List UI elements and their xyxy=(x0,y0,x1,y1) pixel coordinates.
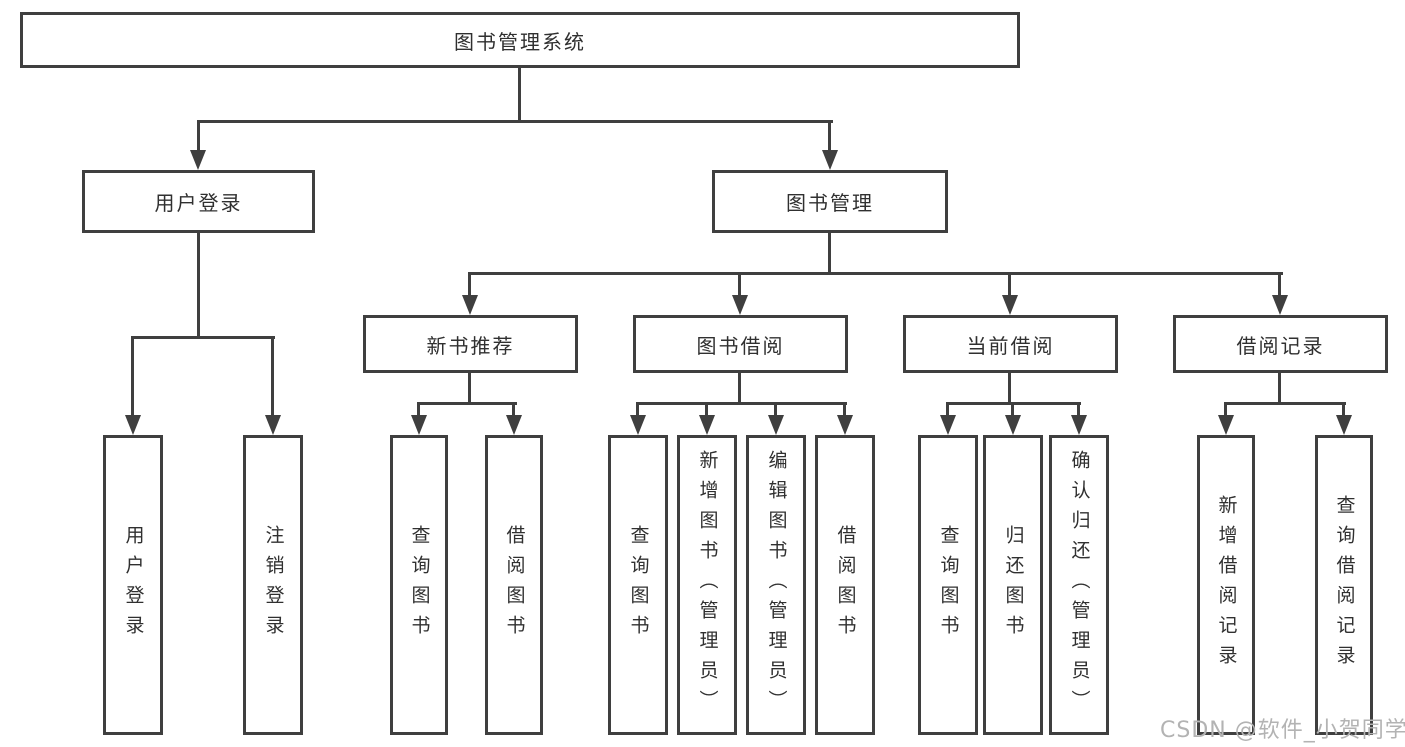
down-arrowhead-icon xyxy=(699,415,715,435)
connector-book-borrow-stem xyxy=(738,373,741,405)
leaf-edit-book-admin: 编辑图书（管理员） xyxy=(746,435,806,735)
connector-current-borrow-bar xyxy=(946,402,1081,405)
leaf-confirm-return-admin-label: 确认归还（管理员） xyxy=(1068,450,1091,720)
leaf-confirm-return-admin: 确认归还（管理员） xyxy=(1049,435,1109,735)
leaf-borrow-book: 借阅图书 xyxy=(815,435,875,735)
down-arrowhead-icon xyxy=(506,415,522,435)
down-arrowhead-icon xyxy=(190,150,206,170)
down-arrowhead-icon xyxy=(462,295,478,315)
down-arrowhead-icon xyxy=(265,415,281,435)
down-arrowhead-icon xyxy=(1005,415,1021,435)
connector-drop-book-mgmt xyxy=(828,123,831,153)
connector-drop-user-login xyxy=(197,123,200,153)
connector-current-borrow-stem xyxy=(1008,373,1011,405)
connector-drop xyxy=(705,405,708,417)
connector-drop xyxy=(1342,405,1345,417)
node-book-borrow-label: 图书借阅 xyxy=(696,333,785,358)
connector-root-bar xyxy=(197,120,833,123)
node-book-mgmt-label: 图书管理 xyxy=(786,191,874,215)
connector-drop xyxy=(843,405,846,417)
down-arrowhead-icon xyxy=(125,415,141,435)
down-arrowhead-icon xyxy=(411,415,427,435)
connector-drop xyxy=(417,405,420,417)
leaf-return-book: 归还图书 xyxy=(983,435,1043,735)
connector-user-login-stem xyxy=(197,233,200,339)
connector-drop-leaf-user-login xyxy=(131,339,134,415)
leaf-add-borrow-record-label: 新增借阅记录 xyxy=(1215,495,1238,675)
leaf-query-book-borrow-label: 查询图书 xyxy=(627,525,650,645)
connector-drop xyxy=(774,405,777,417)
down-arrowhead-icon xyxy=(768,415,784,435)
down-arrowhead-icon xyxy=(1336,415,1352,435)
connector-book-borrow-bar xyxy=(636,402,847,405)
leaf-edit-book-admin-label: 编辑图书（管理员） xyxy=(765,450,788,720)
connector-drop xyxy=(636,405,639,417)
leaf-query-book-rec: 查询图书 xyxy=(390,435,448,735)
connector-drop xyxy=(512,405,515,417)
connector-drop-book-borrow xyxy=(738,275,741,297)
leaf-logout-label: 注销登录 xyxy=(262,525,285,645)
connector-new-book-rec-bar xyxy=(417,402,517,405)
leaf-user-login-label: 用户登录 xyxy=(122,525,145,645)
connector-borrow-records-bar xyxy=(1224,402,1346,405)
leaf-borrow-book-rec-label: 借阅图书 xyxy=(503,525,526,645)
connector-new-book-rec-stem xyxy=(468,373,471,405)
leaf-add-borrow-record: 新增借阅记录 xyxy=(1197,435,1255,735)
connector-drop xyxy=(946,405,949,417)
node-new-book-rec-label: 新书推荐 xyxy=(426,333,515,358)
leaf-query-book-current: 查询图书 xyxy=(918,435,978,735)
node-book-borrow: 图书借阅 xyxy=(633,315,848,373)
leaf-borrow-book-label: 借阅图书 xyxy=(834,525,857,645)
node-user-login-label: 用户登录 xyxy=(154,191,243,215)
node-book-mgmt: 图书管理 xyxy=(712,170,948,233)
leaf-query-borrow-record-label: 查询借阅记录 xyxy=(1333,495,1356,675)
connector-drop-new-book-rec xyxy=(468,275,471,297)
down-arrowhead-icon xyxy=(732,295,748,315)
down-arrowhead-icon xyxy=(940,415,956,435)
connector-user-login-bar xyxy=(131,336,275,339)
leaf-add-book-admin-label: 新增图书（管理员） xyxy=(696,450,719,720)
down-arrowhead-icon xyxy=(1218,415,1234,435)
down-arrowhead-icon xyxy=(1071,415,1087,435)
leaf-query-book-borrow: 查询图书 xyxy=(608,435,668,735)
connector-drop-borrow-records xyxy=(1278,275,1281,297)
connector-book-mgmt-stem xyxy=(828,233,831,275)
connector-drop-leaf-logout xyxy=(271,339,274,415)
down-arrowhead-icon xyxy=(837,415,853,435)
leaf-query-book-rec-label: 查询图书 xyxy=(408,525,431,645)
node-new-book-rec: 新书推荐 xyxy=(363,315,578,373)
node-root: 图书管理系统 xyxy=(20,12,1020,68)
node-current-borrow: 当前借阅 xyxy=(903,315,1118,373)
connector-drop xyxy=(1224,405,1227,417)
node-borrow-records-label: 借阅记录 xyxy=(1236,333,1325,358)
connector-root-stem xyxy=(518,68,521,123)
connector-drop-current-borrow xyxy=(1008,275,1011,297)
leaf-query-borrow-record: 查询借阅记录 xyxy=(1315,435,1373,735)
leaf-borrow-book-rec: 借阅图书 xyxy=(485,435,543,735)
down-arrowhead-icon xyxy=(1272,295,1288,315)
node-borrow-records: 借阅记录 xyxy=(1173,315,1388,373)
leaf-query-book-current-label: 查询图书 xyxy=(937,525,960,645)
connector-drop xyxy=(1077,405,1080,417)
watermark: CSDN @软件_小贺同学 xyxy=(1160,718,1405,743)
connector-book-mgmt-bar xyxy=(468,272,1283,275)
down-arrowhead-icon xyxy=(630,415,646,435)
down-arrowhead-icon xyxy=(822,150,838,170)
leaf-add-book-admin: 新增图书（管理员） xyxy=(677,435,737,735)
node-root-label: 图书管理系统 xyxy=(454,29,586,54)
leaf-user-login: 用户登录 xyxy=(103,435,163,735)
node-current-borrow-label: 当前借阅 xyxy=(966,333,1055,358)
leaf-logout: 注销登录 xyxy=(243,435,303,735)
down-arrowhead-icon xyxy=(1002,295,1018,315)
connector-drop xyxy=(1011,405,1014,417)
connector-borrow-records-stem xyxy=(1278,373,1281,405)
leaf-return-book-label: 归还图书 xyxy=(1002,525,1025,645)
node-user-login: 用户登录 xyxy=(82,170,315,233)
